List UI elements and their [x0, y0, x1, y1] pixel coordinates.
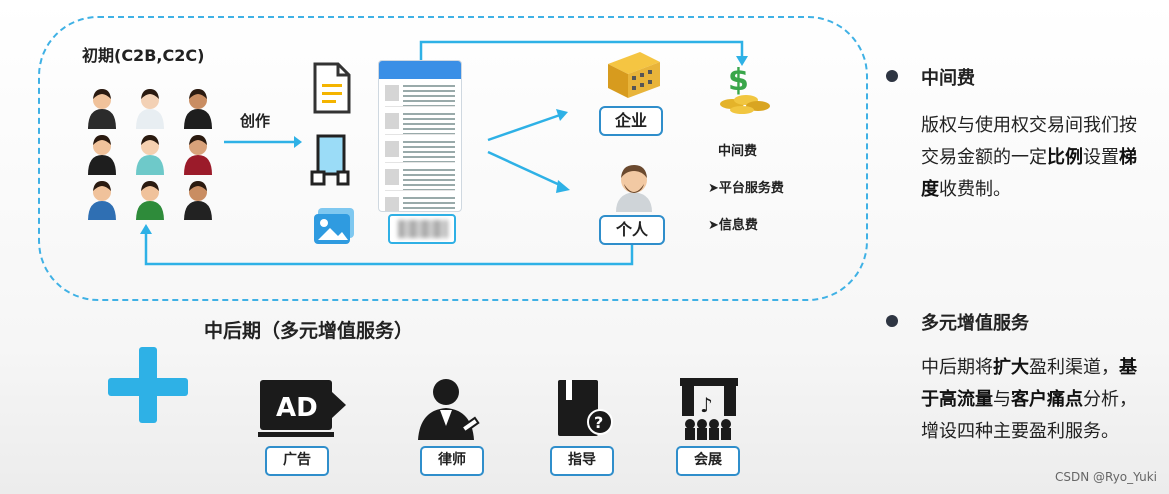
section-intermediary-fee-body: 版权与使用权交易间我们按交易金额的一定比例设置梯度收费制。 — [921, 110, 1141, 206]
body-segment: 扩大 — [993, 357, 1029, 378]
person-figure — [88, 155, 116, 175]
person-figure — [93, 183, 111, 201]
fee-intermediary: 中间费 — [718, 144, 758, 159]
fee-platform-service: ➤平台服务费 — [708, 181, 784, 196]
early-stage-boundary — [38, 16, 868, 301]
money-icon: $ — [720, 63, 770, 114]
body-segment: 盈利渠道， — [1029, 357, 1119, 378]
person-figure — [189, 183, 207, 201]
service-lawyer: 律师 — [420, 446, 484, 476]
early-stage-title: 初期(C2B,C2C) — [82, 46, 205, 65]
person-figure — [88, 109, 116, 129]
body-segment: 客户痛点 — [1011, 389, 1083, 410]
person-figure — [136, 109, 164, 129]
app-name-blurred — [388, 214, 456, 244]
person-figure — [88, 201, 116, 220]
fee-information: ➤信息费 — [708, 218, 758, 233]
body-segment: 与 — [993, 389, 1011, 410]
person-figure — [189, 91, 207, 109]
exhibition-stage-icon: ♪ — [680, 378, 738, 440]
person-figure — [141, 91, 159, 109]
body-segment: 版权与使用权交易间我们按交易金额的一定 — [921, 115, 1137, 168]
arrow-right-icon — [224, 136, 302, 148]
bullet-intermediary-fee — [886, 70, 898, 82]
svg-text:$: $ — [728, 63, 749, 98]
person-figure — [184, 201, 212, 220]
person-figure — [184, 109, 212, 129]
guide-book-icon: ? — [558, 380, 613, 436]
svg-text:♪: ♪ — [700, 393, 713, 417]
person-figure — [189, 137, 207, 155]
service-exhibition: 会展 — [676, 446, 740, 476]
building-icon — [608, 52, 660, 98]
plus-icon-bar — [108, 378, 188, 396]
body-segment: 分析，增设四种主要盈利服务。 — [921, 389, 1137, 442]
mid-stage-title: 中后期（多元增值服务） — [204, 320, 414, 342]
person-figure — [189, 181, 207, 191]
individual-box: 个人 — [599, 215, 665, 245]
person-figure — [141, 137, 159, 155]
person-figure — [141, 89, 159, 99]
document-icon — [313, 62, 351, 114]
person-figure — [141, 181, 159, 191]
person-figure — [136, 155, 164, 175]
lawyer-icon — [418, 379, 480, 440]
creators-group-icon — [88, 89, 212, 220]
section-value-added-body: 中后期将扩大盈利渠道，基于高流量与客户痛点分析，增设四种主要盈利服务。 — [921, 352, 1141, 448]
person-figure — [184, 155, 212, 175]
app-screenshot — [378, 60, 462, 212]
ad-icon-text: AD — [276, 393, 318, 423]
body-segment: 基于 — [921, 357, 1137, 410]
service-guide: 指导 — [550, 446, 614, 476]
section-intermediary-fee-heading: 中间费 — [921, 68, 975, 89]
person-figure — [141, 183, 159, 201]
ad-icon: AD — [258, 380, 346, 437]
person-icon — [616, 165, 652, 212]
person-figure — [93, 137, 111, 155]
person-figure — [93, 181, 111, 191]
body-segment: 中后期将 — [921, 357, 993, 378]
body-segment: 比例 — [1047, 147, 1083, 168]
person-figure — [189, 135, 207, 145]
body-segment: 高流量 — [939, 389, 993, 410]
person-figure — [93, 89, 111, 99]
watermark: CSDN @Ryo_Yuki — [1055, 470, 1157, 484]
music-icon — [310, 134, 350, 186]
create-label: 创作 — [240, 112, 271, 130]
bullet-value-added — [886, 315, 898, 327]
person-figure — [93, 91, 111, 109]
person-figure — [189, 89, 207, 99]
person-figure — [93, 135, 111, 145]
service-ad: 广告 — [265, 446, 329, 476]
section-value-added-heading: 多元增值服务 — [921, 313, 1029, 334]
svg-text:?: ? — [594, 413, 603, 432]
enterprise-box: 企业 — [599, 106, 663, 136]
body-segment: 梯度 — [921, 147, 1137, 200]
body-segment: 设置 — [1083, 147, 1119, 168]
image-icon — [314, 208, 354, 244]
person-figure — [141, 135, 159, 145]
body-segment: 收费制。 — [939, 179, 1011, 200]
person-figure — [136, 201, 164, 220]
